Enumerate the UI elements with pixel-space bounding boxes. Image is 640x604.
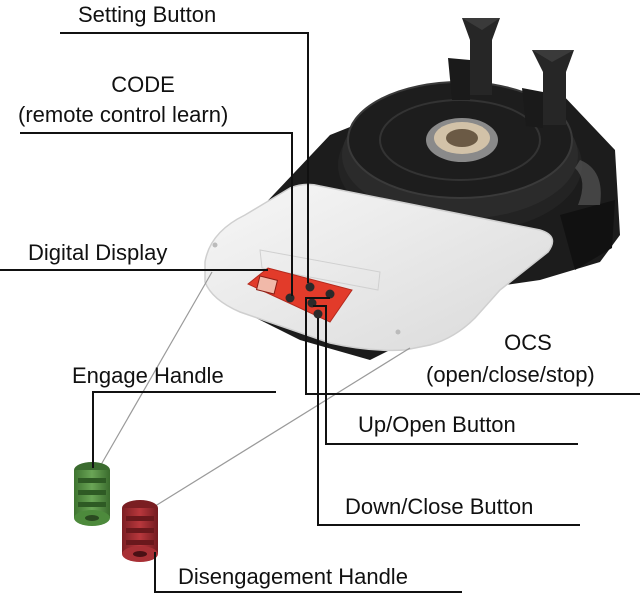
leader-engage [92,391,276,468]
label-ocs-subtitle: (open/close/stop) [426,362,595,387]
label-ocs: OCS [504,330,552,355]
leader-setting [60,32,309,283]
leader-ocs [305,297,640,395]
label-up-open-button: Up/Open Button [358,412,516,437]
label-engage-handle: Engage Handle [72,363,224,388]
label-digital-display: Digital Display [28,240,168,265]
digital-display [255,275,279,295]
leader-lines [0,32,640,593]
leader-up [313,305,578,445]
label-code: CODE [111,72,175,97]
leader-disengage [154,552,462,593]
down-close-button[interactable] [313,309,323,319]
leader-code [20,132,293,296]
mounting-posts [448,18,574,128]
opener-unit [204,18,620,360]
code-button[interactable] [285,293,295,303]
label-setting-button: Setting Button [78,2,217,27]
engage-cord [97,271,213,471]
disengagement-handle[interactable] [122,500,158,562]
ocs-button[interactable] [325,289,335,299]
leader-down [317,318,580,526]
setting-button[interactable] [305,282,315,292]
label-disengagement-handle: Disengagement Handle [178,564,408,589]
label-code-subtitle: (remote control learn) [18,102,229,127]
disengage-cord [151,347,411,509]
engage-handle[interactable] [74,462,110,526]
label-down-close-button: Down/Close Button [345,494,534,519]
